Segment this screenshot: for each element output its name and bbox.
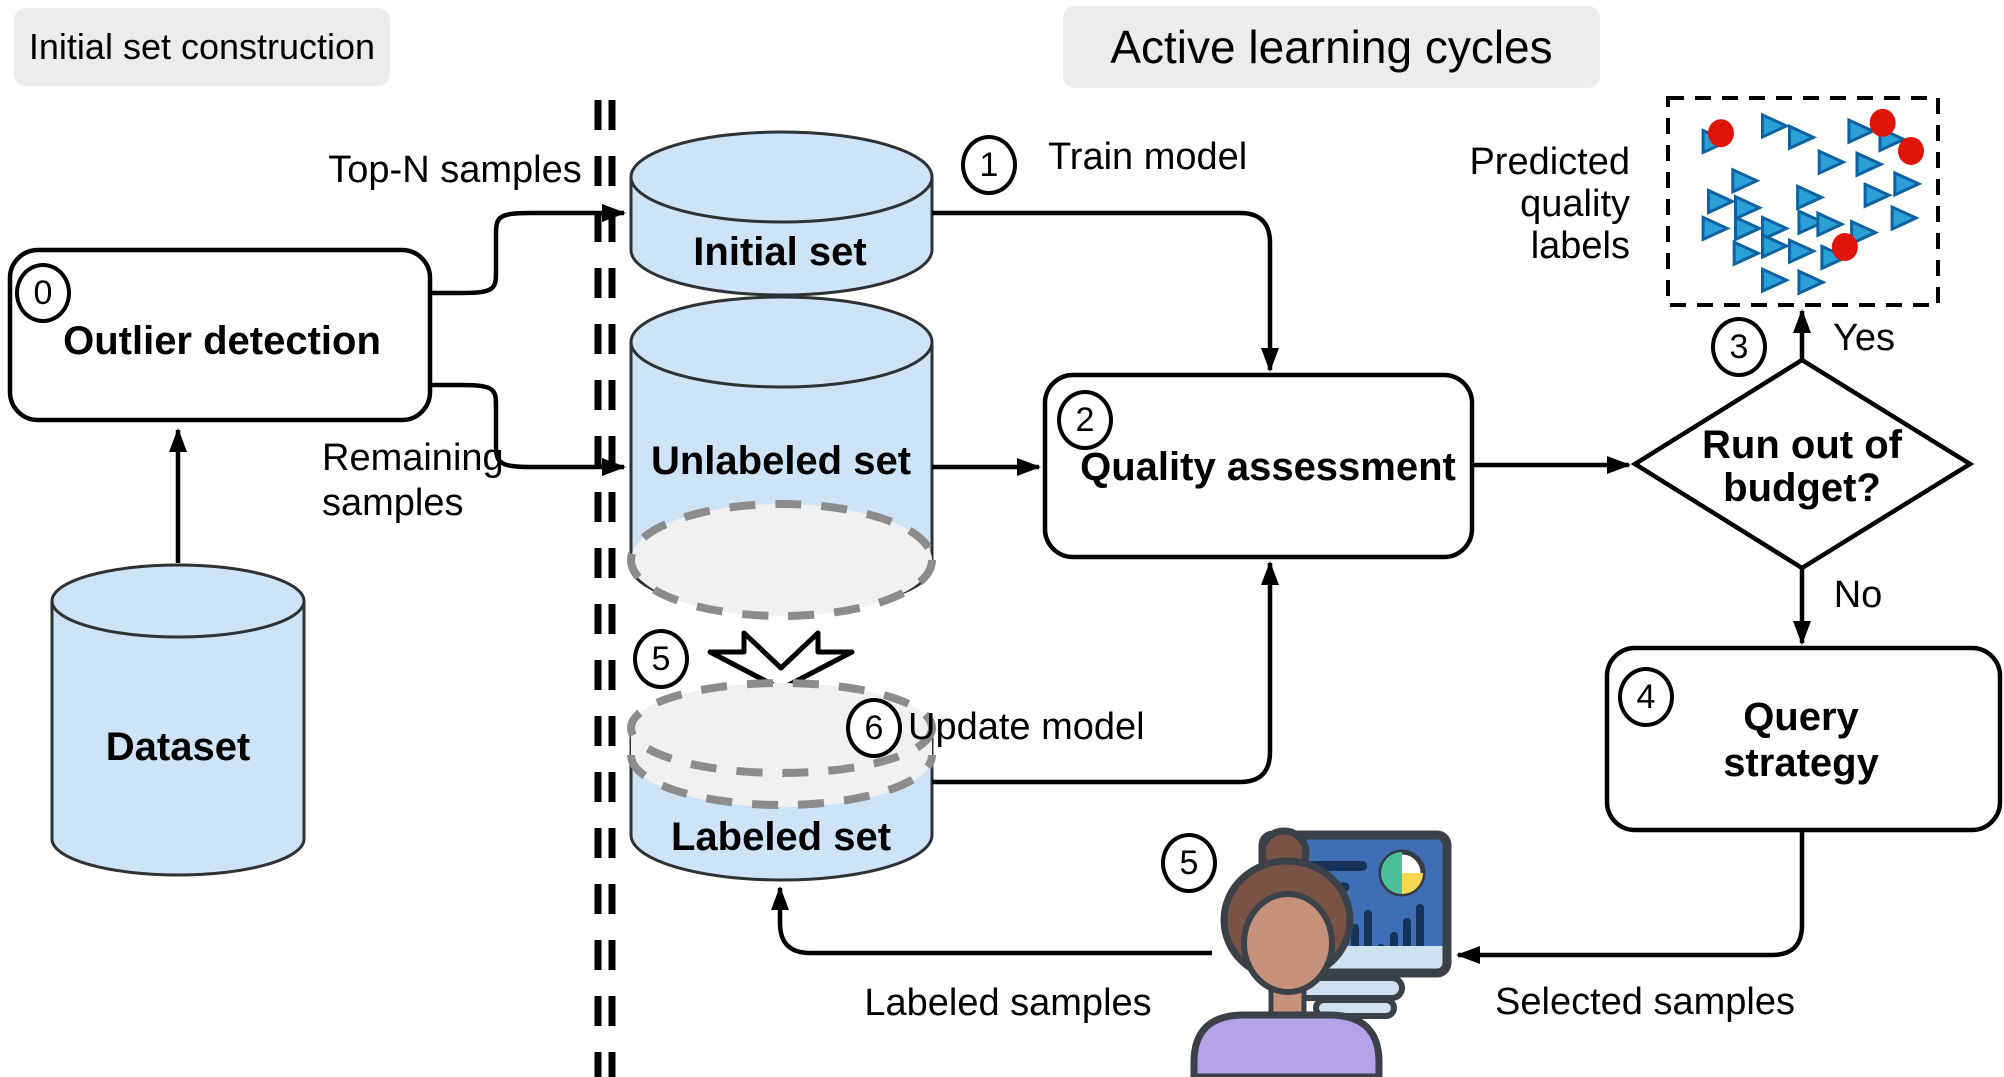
predicted-good-sample	[1816, 210, 1846, 238]
selected-samples-label: Selected samples	[1495, 981, 1795, 1024]
predicted-good-sample	[1732, 239, 1762, 267]
unlabeled-set-label: Unlabeled set	[650, 439, 912, 483]
query-strategy-label: Query strategy	[1723, 695, 1879, 785]
step-badge-6: 6	[846, 698, 902, 758]
predicted-good-sample	[1797, 268, 1827, 296]
predicted-good-sample	[1707, 188, 1737, 215]
initial-set-label: Initial set	[693, 230, 867, 274]
predicted-good-sample	[1761, 112, 1791, 140]
predicted-labels-scatter	[1701, 108, 1924, 296]
remaining-samples-label: Remaining samples	[322, 437, 504, 524]
predicted-good-sample	[1855, 150, 1885, 178]
edge-selected-samples	[1456, 830, 1805, 964]
step-badge-0: 0	[15, 263, 71, 323]
predicted-good-sample	[1863, 181, 1893, 209]
initial-set-cylinder	[629, 130, 934, 297]
predicted-good-sample	[1788, 237, 1818, 265]
predicted-good-sample	[1890, 204, 1920, 232]
top-n-samples-label: Top-N samples	[328, 149, 582, 192]
shirt	[1190, 1011, 1383, 1077]
dataset-cylinder	[50, 563, 306, 877]
dataset-label: Dataset	[105, 725, 251, 769]
pie-slice-yellow	[1402, 873, 1423, 894]
connectors	[169, 204, 1811, 964]
predicted-good-sample	[1734, 215, 1764, 242]
predicted-quality-labels-label: Predicted quality labels	[1469, 141, 1630, 267]
edge-labeled-samples	[771, 886, 1212, 956]
predicted-good-sample	[1796, 184, 1826, 211]
predicted-good-sample	[1797, 208, 1827, 236]
predicted-good-sample	[1701, 215, 1731, 242]
edge-train-model	[932, 210, 1279, 372]
predicted-outlier-sample	[1898, 136, 1924, 165]
edge-topn-to-initial	[430, 204, 626, 296]
budget-question-label: Run out of budget?	[1702, 422, 1902, 510]
predicted-good-sample	[1731, 167, 1761, 195]
face	[1241, 891, 1335, 995]
yes-label: Yes	[1833, 317, 1895, 360]
unlabeled-set-cylinder	[627, 295, 936, 620]
predicted-good-sample	[1893, 170, 1923, 198]
predicted-good-sample	[1761, 215, 1791, 242]
pie-slice-teal	[1381, 852, 1402, 894]
step-badge-4: 4	[1618, 667, 1674, 727]
step-badge-2: 2	[1057, 390, 1113, 450]
edge-remaining-to-unlabeled	[430, 382, 626, 476]
predicted-good-sample	[1847, 117, 1877, 145]
no-label: No	[1833, 574, 1883, 617]
step-badge-5-annotator: 5	[1161, 833, 1217, 893]
outlier-detection-label: Outlier detection	[63, 319, 381, 363]
unlabeled-placeholder-ellipse	[627, 500, 936, 620]
outlier-detection-box	[7, 247, 433, 423]
section-separator	[594, 100, 616, 1077]
header-initial-set-construction: Initial set construction	[14, 8, 390, 86]
predicted-good-sample	[1734, 194, 1764, 222]
train-model-label: Train model	[1048, 136, 1248, 179]
quality-assessment-label: Quality assessment	[1080, 445, 1456, 489]
annotator-icon	[1190, 827, 1452, 1077]
predicted-good-sample	[1817, 148, 1847, 176]
predicted-good-sample	[1788, 123, 1818, 151]
update-model-label: Update model	[908, 706, 1145, 749]
step-badge-3: 3	[1711, 317, 1767, 377]
edge-update-model	[932, 561, 1279, 785]
labeled-samples-label: Labeled samples	[864, 982, 1152, 1025]
labeled-set-label: Labeled set	[670, 815, 892, 859]
predicted-outlier-sample	[1831, 233, 1858, 262]
predicted-good-sample	[1761, 232, 1791, 260]
predicted-good-sample	[1850, 219, 1880, 246]
predicted-outlier-sample	[1869, 108, 1896, 137]
merge-block-arrow	[707, 630, 855, 692]
step-badge-1: 1	[961, 135, 1017, 195]
predicted-good-sample	[1761, 266, 1791, 294]
header-active-learning-cycles: Active learning cycles	[1063, 6, 1600, 88]
predicted-outlier-sample	[1707, 119, 1734, 148]
step-badge-5-merge: 5	[633, 629, 689, 689]
